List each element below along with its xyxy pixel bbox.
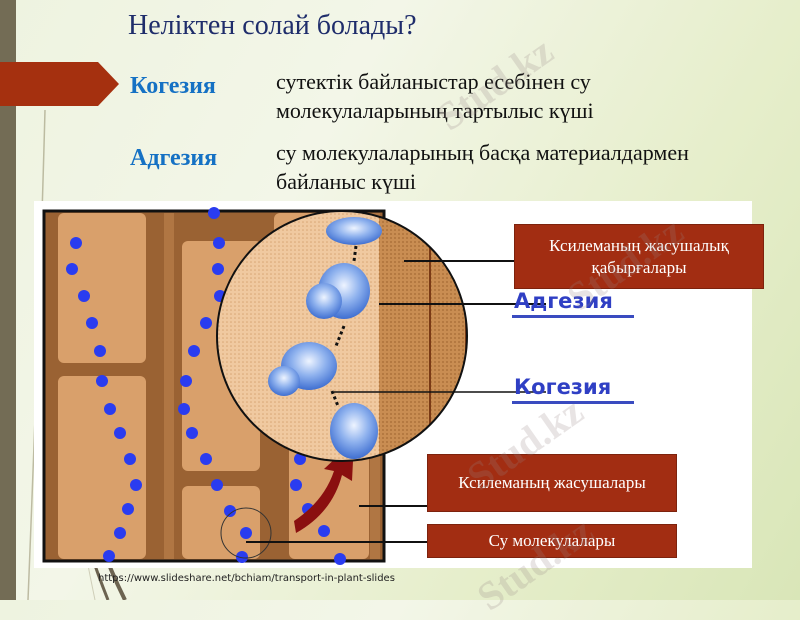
label-line: Ксилеманың жасушалық [549,235,729,255]
definition-adhesion: су молекулаларының басқа материалдармен … [276,138,689,196]
term-cohesion: Когезия [130,73,216,99]
definition-line: су молекулаларының басқа материалдармен [276,140,689,165]
definition-line: молекулаларының тартылыс күші [276,98,594,123]
label-adhesion: Адгезия [512,289,634,318]
label-water-molecules: Су молекулалары [427,524,677,558]
label-line: қабырғалары [591,257,687,277]
definition-line: сутектік байланыстар есебінен су [276,69,591,94]
label-cohesion: Когезия [512,375,634,404]
label-xylem-cells: Ксилеманың жасушалары [427,454,677,512]
water-molecules [268,217,382,459]
label-xylem-cell-walls: Ксилеманың жасушалық қабырғалары [514,224,764,289]
source-link[interactable]: https://www.slideshare.net/bchiam/transp… [98,573,395,584]
xylem-diagram: Ксилеманың жасушалық қабырғалары Адгезия… [34,201,764,568]
left-decor-bar [0,0,16,600]
slide-title: Неліктен солай болады? [128,10,417,41]
slide-marker-arrow [0,62,119,106]
definition-cohesion: сутектік байланыстар есебінен су молекул… [276,67,594,125]
term-adhesion: Адгезия [130,145,218,171]
definition-line: байланыс күші [276,169,417,194]
xylem-illustration [42,207,546,565]
